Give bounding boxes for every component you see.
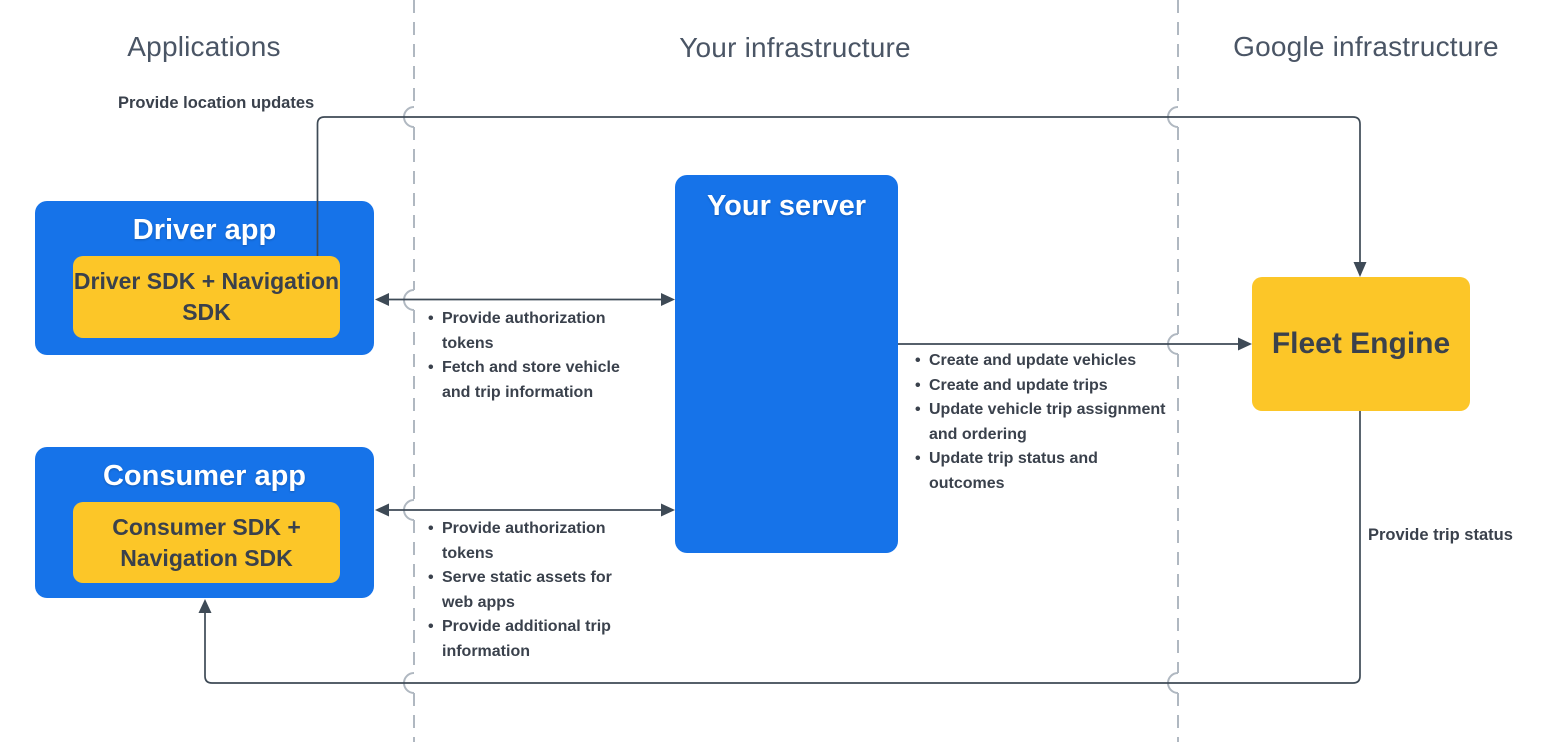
note-item: Provide additional trip information [427, 615, 613, 664]
note-item: Provide authorization tokens [427, 517, 613, 566]
driver-sdk-label: Driver SDK + Navigation SDK [73, 268, 340, 325]
trip-status-label: Provide trip status [1368, 526, 1513, 544]
arrowhead-right-icon [661, 503, 675, 517]
driver-server-notes: Provide authorization tokens Fetch and s… [427, 307, 635, 405]
lane-header-google-infrastructure: Google infrastructure [1233, 31, 1499, 62]
consumer-sdk-label: Consumer SDK + Navigation SDK [112, 513, 301, 571]
arrowhead-right-icon [661, 293, 675, 306]
note-item: Update vehicle trip assignment and order… [914, 398, 1166, 447]
driver-app-title: Driver app [132, 214, 277, 246]
note-item: Provide authorization tokens [427, 307, 635, 356]
arrowhead-up-icon [198, 599, 212, 613]
driver-sdk-node: Driver SDK + Navigation SDK [73, 256, 340, 338]
note-item: Fetch and store vehicle and trip informa… [427, 356, 635, 405]
fleet-engine-title: Fleet Engine [1271, 327, 1451, 360]
arrowhead-left-icon [375, 503, 389, 517]
arrowhead-down-icon [1353, 262, 1367, 277]
consumer-sdk-node: Consumer SDK + Navigation SDK [73, 502, 340, 583]
lane-header-your-infrastructure: Your infrastructure [679, 32, 911, 63]
fleet-engine-node: Fleet Engine [1252, 277, 1470, 411]
driver-app-node: Driver app Driver SDK + Navigation SDK [35, 201, 374, 355]
note-item: Serve static assets for web apps [427, 566, 613, 615]
arrowhead-left-icon [375, 293, 389, 306]
lane-boundary-left [403, 0, 415, 742]
your-server-node: Your server [675, 175, 898, 553]
arrowhead-right-icon [1238, 337, 1252, 351]
lane-boundary-right [1167, 0, 1179, 742]
edge-consumer-server [375, 503, 675, 517]
note-item: Update trip status and outcomes [914, 447, 1166, 496]
lane-header-applications: Applications [127, 31, 281, 62]
edge-driver-server [375, 293, 675, 306]
note-item: Create and update vehicles [914, 349, 1166, 374]
location-updates-label: Provide location updates [118, 94, 315, 112]
server-fleet-notes: Create and update vehicles Create and up… [914, 349, 1166, 496]
consumer-server-notes: Provide authorization tokens Serve stati… [427, 517, 613, 664]
your-server-title: Your server [706, 190, 867, 222]
consumer-app-node: Consumer app Consumer SDK + Navigation S… [35, 447, 374, 598]
note-item: Create and update trips [914, 374, 1166, 399]
consumer-app-title: Consumer app [102, 460, 307, 492]
